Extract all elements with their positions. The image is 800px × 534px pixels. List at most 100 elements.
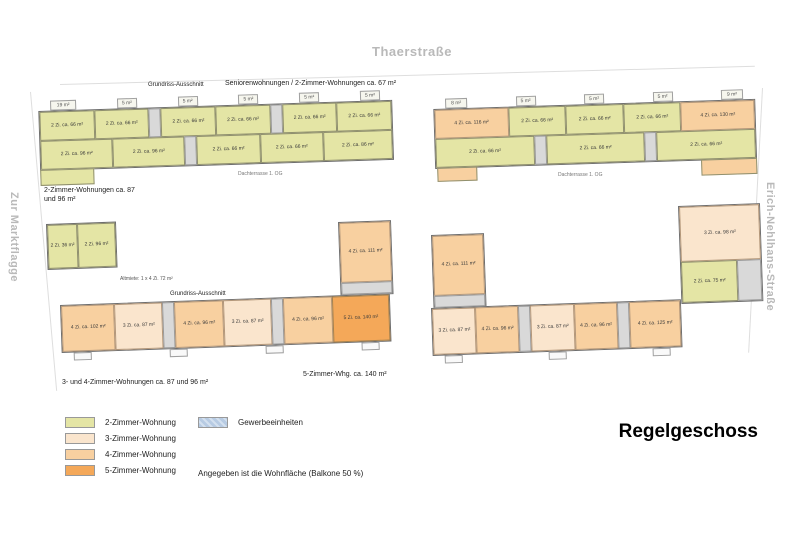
balcony: 5 m²: [583, 93, 605, 105]
legend-label: 3-Zimmer-Wohnung: [105, 434, 176, 443]
apartment-unit: 2 Zi. ca. 66 m²: [565, 104, 624, 135]
building-extension: [437, 166, 478, 182]
balcony: 8 m²: [444, 97, 468, 109]
legend-label: 2-Zimmer-Wohnung: [105, 418, 176, 427]
apartment-unit: 4 Zi. ca. 125 m²: [628, 300, 682, 349]
caption-grundriss-ausschnitt-bottom: Grundriss-Ausschnitt: [170, 291, 226, 297]
apartment-unit: 2 Zi. ca. 96 m²: [112, 136, 186, 168]
apartment-unit: 2 Zi. 36 m²: [47, 223, 79, 269]
apartment-unit: 4 Zi. ca. 96 m²: [573, 302, 619, 350]
apartment-unit: 2 Zi. ca. 66 m²: [39, 110, 95, 141]
apartment-unit: 2 Zi. ca. 75 m²: [680, 259, 739, 303]
building-wing-bottom-left: 4 Zi. ca. 102 m² 3 Zi. ca. 87 m² 4 Zi. c…: [60, 293, 392, 362]
balcony: 5 m²: [177, 95, 198, 107]
street-label-thaerstrasse: Thaerstraße: [372, 44, 452, 59]
caption-grundriss-ausschnitt-top: Grundriss-Ausschnitt: [148, 82, 204, 88]
building-outline: 4 Zi. ca. 111 m²: [338, 220, 394, 296]
apartment-unit: 4 Zi. ca. 96 m²: [475, 305, 521, 354]
apartment-unit: 2 Zi. ca. 66 m²: [160, 106, 217, 138]
building-tower-bottom-right-right: 3 Zi. ca. 98 m² 2 Zi. ca. 75 m²: [678, 203, 764, 304]
apartment-unit: 2 Zi. ca. 66 m²: [281, 102, 338, 134]
balcony: 5 m²: [116, 97, 138, 109]
apartment-unit: 2 Zi. ca. 66 m²: [93, 108, 150, 140]
building-wing-top-right: 8 m² 5 m² 5 m² 5 m² 9 m² 4 Zi. ca. 116 m…: [433, 89, 758, 182]
balcony: [652, 347, 671, 357]
stairwell: [644, 131, 658, 162]
apartment-unit: 2 Zi. ca. 96 m²: [40, 138, 114, 170]
balcony: [361, 341, 380, 351]
building-extension: [701, 157, 758, 176]
apartment-unit: 2 Zi. ca. 66 m²: [435, 135, 535, 168]
balcony: 5 m²: [515, 95, 536, 107]
apartment-unit: 2 Zi. 96 m²: [76, 222, 117, 268]
balcony: [444, 354, 463, 364]
building-tower-bottom-left: 4 Zi. ca. 111 m²: [338, 220, 394, 296]
apartment-unit: 4 Zi. ca. 130 m²: [680, 99, 756, 132]
building-outline: 4 Zi. ca. 111 m²: [431, 233, 487, 309]
stairwell: [148, 108, 162, 138]
legend-swatch-3-zimmer: [65, 433, 95, 444]
legend-swatch-5-zimmer: [65, 465, 95, 476]
apartment-unit: 2 Zi. ca. 66 m²: [196, 134, 261, 166]
street-label-zur-marktflagge: Zur Marktflagge: [8, 192, 20, 283]
apartment-unit: 4 Zi. ca. 96 m²: [283, 296, 334, 345]
legend-item-gewerbe: Gewerbeeinheiten: [198, 417, 303, 428]
legend-note: Angegeben ist die Wohnfläche (Balkone 50…: [198, 469, 364, 478]
legend-item-4-zimmer: 4-Zimmer-Wohnung: [65, 449, 176, 460]
building-outline: 2 Zi. ca. 66 m² 2 Zi. ca. 66 m² 2 Zi. ca…: [38, 99, 395, 171]
caption-dachterrasse-left: Dachterrasse 1. OG: [238, 171, 283, 177]
caption-dachterrasse-right: Dachterrasse 1. OG: [558, 172, 603, 178]
apartment-unit: 5 Zi. ca. 140 m²: [331, 294, 391, 343]
building-outline: 3 Zi. ca. 98 m² 2 Zi. ca. 75 m²: [678, 203, 764, 304]
apartment-unit: 3 Zi. ca. 87 m²: [432, 307, 477, 355]
building-wing-top-left: 19 m² 5 m² 5 m² 5 m² 5 m² 5 m² 2 Zi. ca.…: [38, 90, 395, 186]
legend-column-2: Gewerbeeinheiten: [198, 417, 303, 433]
apartment-unit: 2 Zi. ca. 66 m²: [259, 132, 324, 164]
legend-label: 5-Zimmer-Wohnung: [105, 466, 176, 475]
legend-item-5-zimmer: 5-Zimmer-Wohnung: [65, 465, 176, 476]
plan-title: Regelgeschoss: [618, 421, 758, 442]
apartment-unit: 2 Zi. ca. 66 m²: [507, 105, 567, 137]
legend-swatch-gewerbe: [198, 417, 228, 428]
legend-item-2-zimmer: 2-Zimmer-Wohnung: [65, 417, 176, 428]
apartment-unit: 3 Zi. ca. 87 m²: [222, 298, 273, 347]
balcony: [169, 348, 188, 358]
building-extension: [40, 168, 95, 186]
apartment-unit: 4 Zi. ca. 102 m²: [61, 304, 116, 352]
stairwell: [736, 259, 763, 301]
building-outline: 3 Zi. ca. 87 m² 4 Zi. ca. 96 m² 3 Zi. ca…: [431, 299, 683, 356]
balcony: 5 m²: [359, 90, 381, 101]
caption-3-und-4-zimmer: 3- und 4-Zimmer-Wohnungen ca. 87 und 96 …: [62, 379, 209, 386]
stairwell: [533, 135, 547, 165]
apartment-unit: 2 Zi. ca. 66 m²: [215, 104, 271, 136]
balcony: 5 m²: [299, 92, 320, 103]
legend-label: Gewerbeeinheiten: [238, 418, 303, 427]
building-wing-bottom-right: 3 Zi. ca. 87 m² 4 Zi. ca. 96 m² 3 Zi. ca…: [431, 299, 683, 366]
legend: 2-Zimmer-Wohnung 3-Zimmer-Wohnung 4-Zimm…: [65, 417, 176, 481]
street-label-erich-nehlhans-strasse: Erich-Nehlhans-Straße: [764, 182, 776, 312]
balcony: [548, 351, 567, 360]
apartment-unit: 3 Zi. ca. 87 m²: [113, 302, 164, 351]
building-mid-left: 2 Zi. 36 m² 2 Zi. 96 m²: [46, 221, 118, 270]
apartment-unit: 3 Zi. ca. 87 m²: [530, 304, 576, 352]
stairwell: [269, 104, 283, 134]
caption-seniorenwohnungen: Seniorenwohnungen / 2-Zimmer-Wohnungen c…: [225, 80, 397, 87]
apartment-unit: 2 Zi. ca. 66 m²: [336, 100, 393, 132]
legend-item-3-zimmer: 3-Zimmer-Wohnung: [65, 433, 176, 444]
apartment-unit: 4 Zi. ca. 96 m²: [174, 300, 225, 348]
balcony: 9 m²: [720, 89, 744, 100]
legend-swatch-4-zimmer: [65, 449, 95, 460]
apartment-unit: 2 Zi. ca. 86 m²: [322, 129, 393, 162]
apartment-unit: 2 Zi. ca. 66 m²: [623, 102, 682, 134]
stairwell: [184, 136, 198, 166]
apartment-unit: 3 Zi. ca. 98 m²: [679, 204, 761, 262]
apartment-unit: 4 Zi. ca. 111 m²: [339, 221, 393, 283]
legend-swatch-2-zimmer: [65, 417, 95, 428]
apartment-unit: 4 Zi. ca. 116 m²: [434, 107, 509, 139]
apartment-unit: 4 Zi. ca. 111 m²: [432, 234, 486, 296]
balcony: 19 m²: [49, 99, 77, 111]
legend-label: 4-Zimmer-Wohnung: [105, 450, 176, 459]
caption-altmiete: Altmiete: 1 x 4 Zi. 72 m²: [120, 276, 173, 282]
caption-2-zimmer-wohnungen: 2-Zimmer-Wohnungen ca. 87 und 96 m²: [44, 187, 135, 204]
